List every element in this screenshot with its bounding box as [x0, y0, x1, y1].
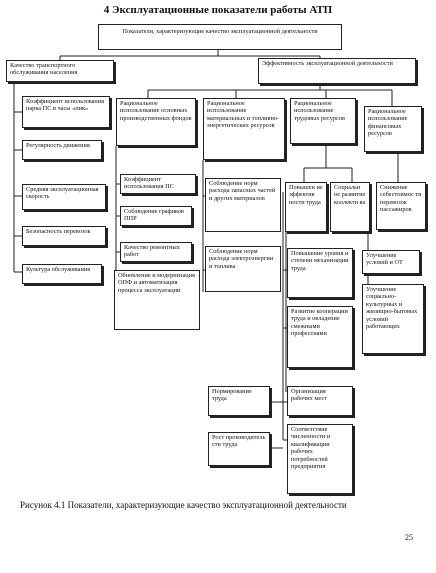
- conditions-ot-box: Улучшение условий и ОТ: [362, 250, 420, 274]
- root-box: Показатели, характеризующие качество экс…: [98, 24, 342, 50]
- figure-caption: Рисунок 4.1 Показатели, характеризующие …: [20, 500, 347, 510]
- rational-materials-box: Рациональное использование материальных …: [203, 98, 285, 160]
- cooperation-box: Развитие кооперации труда и овладение см…: [287, 306, 353, 368]
- safety-box: Безопасность перевозок: [22, 226, 106, 246]
- headcount-box: Соответствие численности и квалификации …: [287, 424, 353, 494]
- page-number: 25: [405, 533, 413, 542]
- workplaces-box: Организация рабочих мест: [287, 386, 353, 416]
- culture-box: Культура обслуживания: [22, 264, 102, 284]
- rational-finance-box: Рациональное использование финансовых ре…: [364, 106, 422, 152]
- rational-funds-box: Рациональное использование основных прои…: [116, 98, 196, 146]
- page-title: 4 Эксплуатационные показатели работы АТП: [103, 4, 333, 16]
- quality-box: Качество транспортного обслуживания насе…: [6, 60, 114, 82]
- rational-labor-box: Рациональное использование трудовых ресу…: [290, 98, 356, 144]
- ppr-box: Соблюдение графиков ППР: [120, 206, 192, 226]
- efficiency-box: Эффективность эксплуатационной деятельно…: [258, 58, 416, 84]
- cost-reduction-box: Снижение себестоимос ти перевозок пассаж…: [376, 182, 426, 230]
- norming-box: Нормирование труда: [208, 386, 270, 416]
- coef-ps-box: Коэффициент использования ПС: [120, 174, 196, 194]
- regularity-box: Регулярность движения: [22, 140, 102, 160]
- norms-energy-box: Соблюдение норм расхода электроэнергии и…: [205, 246, 281, 292]
- coef-park-box: Коэффициент использования парка ПС в час…: [22, 96, 110, 128]
- repair-quality-box: Качество ремонтных работ: [120, 242, 192, 262]
- mechanization-box: Повышение уровня и степени механизации т…: [287, 248, 353, 298]
- update-opf-box: Обновление и модернизация ОПФ и автомати…: [114, 270, 200, 330]
- social-conditions-box: Улучшение социально-культурных и жилищно…: [362, 284, 424, 354]
- productivity-box: Рост производитель сти труда: [208, 432, 270, 466]
- social-box: Социальн ое развитие коллекти ва: [330, 182, 370, 232]
- avg-speed-box: Средняя эксплуатационная скорость: [22, 184, 106, 210]
- labor-eff-box: Повышен ие эффектив ности труда: [285, 182, 327, 232]
- norms-parts-box: Соблюдение норм расхода запасных частей …: [205, 178, 281, 232]
